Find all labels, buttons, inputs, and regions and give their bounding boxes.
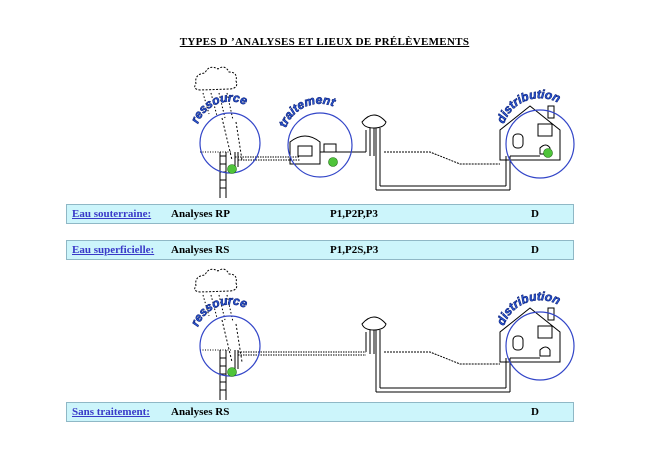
row-distribution: D xyxy=(531,208,539,220)
svg-text:traitement: traitement xyxy=(276,93,338,129)
row-points: P1,P2S,P3 xyxy=(330,244,379,256)
cloud-icon xyxy=(194,66,238,91)
row-analyses: Analyses RS xyxy=(171,406,230,418)
water-tower-icon xyxy=(361,316,387,331)
row-distribution: D xyxy=(531,406,539,418)
water-tower-icon xyxy=(361,114,387,129)
terrain-line xyxy=(384,351,500,365)
row-sans-traitement: Sans traitement: Analyses RS D xyxy=(66,402,574,422)
house-icon xyxy=(499,307,561,363)
house-icon xyxy=(499,105,561,161)
ressource-label: ressource xyxy=(188,90,251,125)
ressource-label: ressource xyxy=(188,293,251,328)
diagram-without-treatment: ressource distribution xyxy=(188,268,575,400)
svg-text:ressource: ressource xyxy=(188,293,250,328)
row-eau-superficielle: Eau superficielle: Analyses RS P1,P2S,P3… xyxy=(66,240,574,260)
row-label: Eau souterraine: xyxy=(72,208,152,220)
row-eau-souterraine: Eau souterraine: Analyses RP P1,P2P,P3 D xyxy=(66,204,574,224)
row-analyses: Analyses RP xyxy=(171,208,230,220)
diagram-with-treatment: ressource traitement distribution xyxy=(188,66,575,198)
svg-text:ressource: ressource xyxy=(188,90,250,125)
row-label: Sans traitement: xyxy=(72,406,150,418)
terrain-line xyxy=(384,151,500,165)
row-points: P1,P2P,P3 xyxy=(330,208,378,220)
row-distribution: D xyxy=(531,244,539,256)
cloud-icon xyxy=(194,268,238,293)
row-label: Eau superficielle: xyxy=(72,244,155,256)
traitement-label: traitement xyxy=(275,92,338,129)
rain-icon xyxy=(202,294,234,323)
page-title: TYPES D ’ANALYSES ET LIEUX DE PRÉLÈVEMEN… xyxy=(179,36,470,48)
row-analyses: Analyses RS xyxy=(171,244,230,256)
treatment-building-icon xyxy=(289,135,321,165)
